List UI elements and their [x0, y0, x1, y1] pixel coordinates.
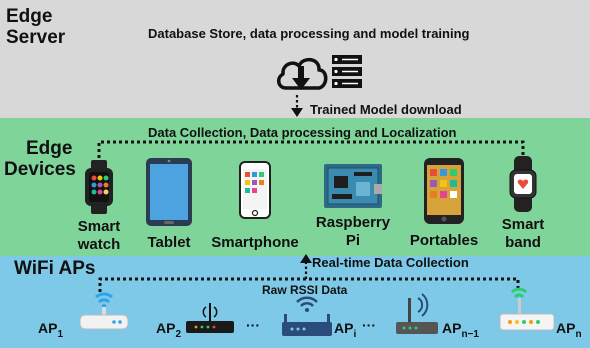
apn-1-label: APn−1 — [442, 320, 479, 340]
ap1-label-sub: 1 — [57, 328, 64, 340]
server-title-caption: Database Store, data processing and mode… — [148, 26, 470, 41]
device-label-smartwatch-line2: watch — [77, 236, 121, 253]
device-label-smartphone: Smartphone — [211, 234, 299, 251]
smartband-icon — [509, 156, 537, 212]
ap2-label: AP2 — [156, 320, 181, 340]
device-label-smartwatch-line1: Smart — [77, 218, 121, 235]
wifi-aps-label: WiFi APs — [14, 258, 96, 279]
ap2-router-icon — [186, 303, 234, 333]
smartphone-icon — [239, 161, 271, 219]
model-download-caption: Trained Model download — [310, 102, 462, 117]
edge-server-tier — [0, 0, 590, 118]
apn-1-router-icon — [396, 293, 438, 334]
ap1-label: AP1 — [38, 320, 63, 340]
api-router-icon — [282, 296, 332, 336]
apn-router-icon — [499, 287, 555, 331]
edge-devices-label-line2: Devices — [4, 159, 76, 180]
device-label-smartband-line2: band — [505, 234, 541, 251]
device-label-raspberry-pi-line2: Pi — [345, 232, 361, 249]
edge-devices-label: Edge Devices — [4, 138, 76, 180]
ellipsis-1: ··· — [246, 317, 260, 333]
ap2-label-sub: 2 — [175, 328, 182, 340]
apn-label-base: AP — [556, 320, 576, 336]
device-label-smartband-line1: Smart — [501, 216, 545, 233]
ap2-label-base: AP — [156, 320, 176, 336]
edge-devices-label-line1: Edge — [26, 138, 73, 159]
api-label-base: AP — [334, 320, 354, 336]
device-label-tablet: Tablet — [147, 234, 191, 251]
edge-server-label-line2: Server — [6, 27, 66, 48]
edge-server-label: Edge Server — [6, 6, 65, 48]
raspberry-pi-icon — [324, 164, 382, 208]
edge-server-label-line1: Edge — [6, 6, 53, 27]
tablet-icon — [146, 158, 192, 226]
model-download-arrow — [291, 95, 303, 117]
device-label-smartband: Smart band — [490, 216, 556, 252]
api-label-sub: i — [353, 328, 357, 340]
cloud-download-icon — [277, 57, 328, 90]
device-label-raspberry-pi-line1: Raspberry — [315, 214, 391, 231]
api-label: APi — [334, 320, 356, 340]
cloud-download-server-icon — [277, 55, 362, 90]
device-label-smartwatch: Smart watch — [64, 218, 134, 254]
apn-label-sub: n — [575, 328, 582, 340]
smartwatch-icon — [85, 160, 113, 214]
apn-1-label-base: AP — [442, 320, 462, 336]
server-rack-icon — [332, 55, 362, 88]
collection-caption: Data Collection, Data processing and Loc… — [148, 125, 457, 140]
apn-label: APn — [556, 320, 582, 340]
portables-icon — [424, 158, 464, 224]
device-label-raspberry-pi: Raspberry Pi — [310, 214, 396, 250]
ellipsis-2: ··· — [362, 317, 376, 333]
ap1-router-icon — [79, 292, 129, 330]
realtime-caption: Real-time Data Collection — [312, 255, 469, 270]
raw-rssi-caption: Raw RSSI Data — [262, 283, 348, 297]
ap1-label-base: AP — [38, 320, 58, 336]
apn-1-label-sub: n−1 — [461, 328, 479, 340]
device-label-portables: Portables — [409, 232, 479, 249]
